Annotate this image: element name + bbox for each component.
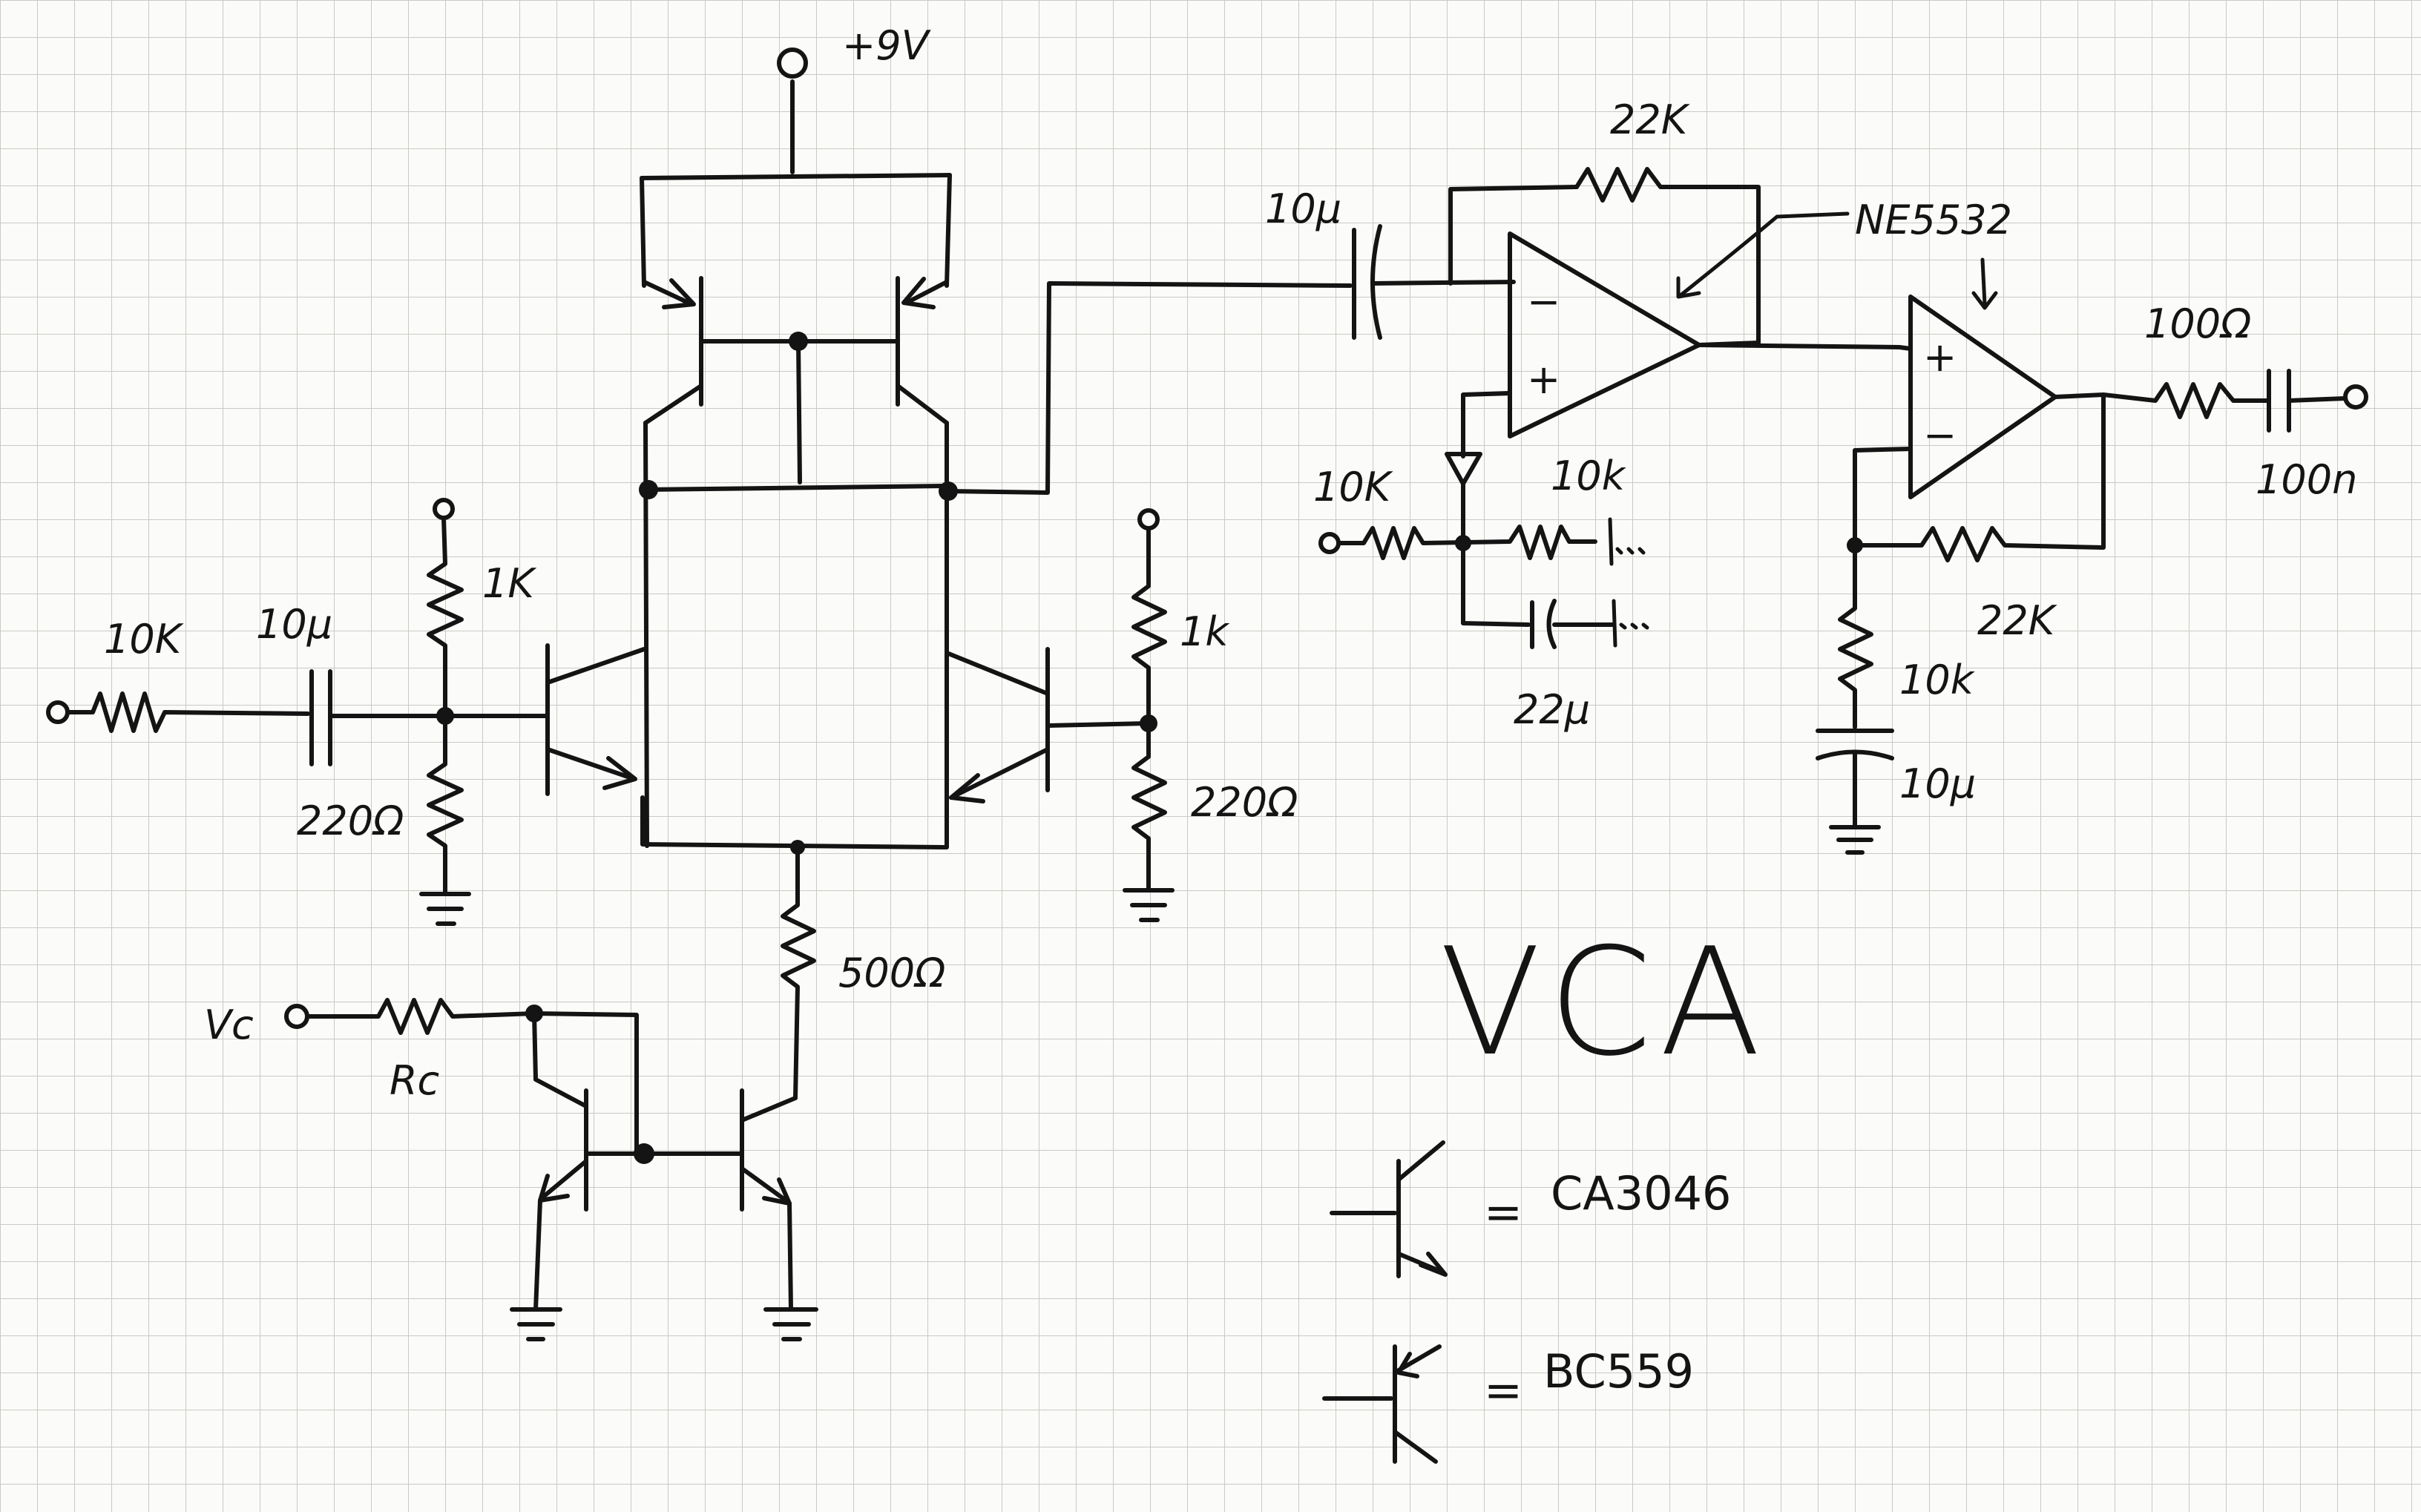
fb-gnd-res-label: 10k — [1899, 657, 1976, 703]
fb-res2-label: 22K — [1977, 597, 2057, 644]
coupling-capacitor: 10μ — [1265, 185, 1516, 340]
pnp-left-transistor — [642, 276, 703, 425]
legend-part-pnp: BC559 — [1543, 1344, 1694, 1398]
couple-cap-label: 10μ — [1265, 185, 1341, 232]
svg-text:=: = — [1484, 1185, 1522, 1239]
output-network: 100Ω 100n — [2101, 300, 2368, 503]
fb-gnd-cap-label: 10μ — [1899, 760, 1976, 807]
tail-resistor: 500Ω — [781, 845, 945, 1100]
input-stage: 10K 10μ — [46, 601, 548, 766]
input2-network: 10K 10k 22μ — [1313, 452, 1649, 733]
opamp1-plus: + — [1527, 356, 1560, 403]
opamp-1: − + 22K — [1448, 96, 1902, 458]
npn-mirror-right — [740, 1088, 798, 1312]
mirror-output-wire — [946, 281, 1353, 495]
npn-left-transistor — [545, 643, 646, 796]
supply-label: +9V — [842, 22, 932, 69]
vc-label: Vc — [204, 1002, 254, 1048]
legend-pnp: = BC559 — [1322, 1344, 1694, 1464]
title: VCA — [1439, 916, 1768, 1089]
rc-label: Rc — [390, 1057, 439, 1104]
bias2-bot-label: 220Ω — [1191, 779, 1298, 826]
out-cap-label: 100n — [2256, 456, 2357, 503]
tail-res-label: 500Ω — [838, 950, 945, 996]
opamp-label: NE5532 — [1855, 197, 2012, 243]
in-res-label: 10K — [104, 616, 184, 663]
svg-text:=: = — [1484, 1363, 1522, 1417]
ground-symbol — [510, 1307, 562, 1341]
right-bias-divider: 1k 220Ω — [1123, 508, 1298, 922]
bias2-top-label: 1k — [1180, 608, 1230, 655]
bias-top-label: 1K — [482, 560, 536, 607]
opamp-pointer: NE5532 — [1676, 197, 2012, 310]
left-bias-divider: 1K 220Ω — [297, 498, 536, 926]
supply-terminal: +9V — [777, 22, 932, 174]
bias-bot-label: 220Ω — [297, 798, 404, 844]
opamp2-plus: + — [1923, 334, 1957, 381]
vc-control-input: Vc Rc — [204, 998, 639, 1152]
npn-mirror-left — [533, 1088, 588, 1312]
npn-right-transistor — [945, 647, 1149, 803]
legend-npn: = CA3046 — [1330, 1140, 1732, 1278]
top-rail — [640, 173, 952, 180]
ground-symbol — [763, 1307, 818, 1341]
fb-res1-label: 22K — [1610, 96, 1690, 143]
in-cap-label: 10μ — [256, 601, 332, 648]
cap22-label: 22μ — [1514, 686, 1590, 733]
opamp1-minus: − — [1527, 278, 1560, 325]
gnd-res-label: 10k — [1551, 453, 1627, 499]
opamp2-minus: − — [1923, 412, 1957, 458]
opamp-2: + − 22K 10k 10μ — [1816, 295, 2106, 855]
in2-res-label: 10K — [1313, 464, 1393, 510]
legend-part-npn: CA3046 — [1551, 1166, 1732, 1220]
out-res-label: 100Ω — [2144, 300, 2251, 347]
